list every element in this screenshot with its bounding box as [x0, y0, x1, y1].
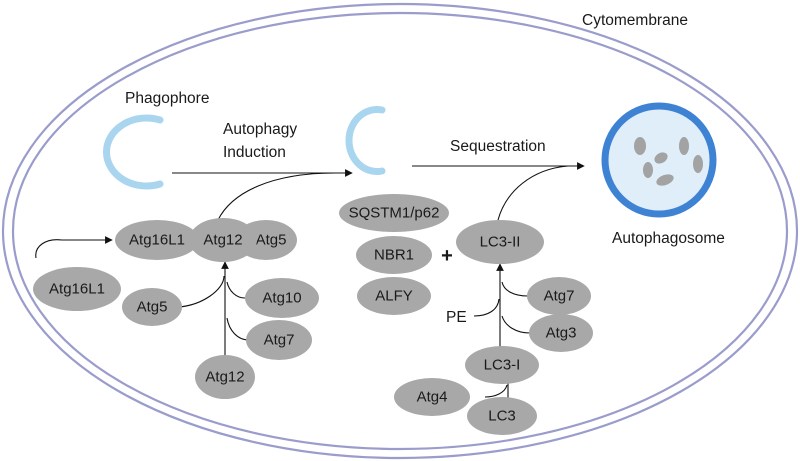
- atg5-label: Atg5: [137, 299, 168, 316]
- atg5-node: Atg5: [122, 288, 182, 326]
- lc3ii-to-sequestration-arrow: [497, 165, 569, 221]
- phagophore-middle: [345, 106, 386, 175]
- lc3-i-label: LC3-I: [484, 357, 521, 374]
- atg7-right-node: Atg7: [527, 277, 591, 315]
- induction-label-line1: Autophagy: [223, 121, 297, 138]
- lc3-ii-node: LC3-II: [456, 220, 544, 264]
- cargo-particle: [634, 137, 646, 155]
- atg12-complex-label: Atg12: [203, 232, 242, 249]
- cytomembrane-label: Cytomembrane: [582, 12, 688, 29]
- atg4-node: Atg4: [394, 378, 470, 416]
- sqstm1-label: SQSTM1/p62: [349, 205, 440, 222]
- atg3-label: Atg3: [546, 325, 577, 342]
- atg3-node: Atg3: [529, 314, 593, 352]
- atg12-label: Atg12: [205, 369, 244, 386]
- pe-label: PE: [446, 309, 467, 326]
- nbr1-node: NBR1: [356, 236, 432, 274]
- lc3-ii-label: LC3-II: [480, 234, 521, 251]
- atg3-feed-line: [501, 315, 531, 334]
- lc3-label: LC3: [488, 408, 516, 425]
- atg16l1-label: Atg16L1: [49, 281, 105, 298]
- atg12-node: Atg12: [195, 355, 255, 399]
- induction-label-line2: Induction: [223, 144, 286, 161]
- autophagosome-label: Autophagosome: [612, 230, 725, 247]
- atg4-feed-line: [484, 384, 508, 398]
- atg7-left-label: Atg7: [264, 332, 295, 349]
- atg16l1-node: Atg16L1: [33, 267, 121, 311]
- atg16l1-complex-label: Atg16L1: [129, 232, 185, 249]
- pe-feed-line: [473, 298, 500, 317]
- atg7-left-node: Atg7: [246, 320, 312, 360]
- atg7-right-label: Atg7: [544, 288, 575, 305]
- sequestration-label: Sequestration: [450, 138, 546, 155]
- atg7-left-feed-line: [226, 317, 250, 341]
- atg10-node: Atg10: [245, 278, 319, 318]
- nbr1-label: NBR1: [374, 247, 414, 264]
- sqstm1-node: SQSTM1/p62: [339, 194, 449, 232]
- plus-sign: +: [441, 245, 453, 267]
- phagophore-label: Phagophore: [125, 90, 209, 107]
- atg12-complex-node: Atg12: [189, 218, 257, 262]
- atg7-right-feed-line: [501, 281, 529, 297]
- atg16l1-binding-arrow: [35, 236, 113, 259]
- atg16l1-complex-node: Atg16L1: [115, 220, 199, 260]
- phagophore-left: [102, 114, 164, 190]
- atg-complex-to-phagophore-arrow: [217, 172, 336, 221]
- autophagosome: [601, 102, 717, 218]
- cargo-particle: [654, 152, 668, 164]
- cargo-particle: [656, 174, 674, 186]
- alfy-node: ALFY: [357, 277, 431, 315]
- lc3-node: LC3: [467, 397, 537, 435]
- atg4-label: Atg4: [417, 389, 448, 406]
- atg10-label: Atg10: [262, 290, 301, 307]
- cargo-particle: [643, 162, 653, 178]
- cargo-particle: [679, 137, 689, 155]
- atg5-feed-line: [178, 275, 225, 308]
- atg5-complex-label: Atg5: [256, 232, 287, 249]
- alfy-label: ALFY: [375, 288, 413, 305]
- atg10-feed-line: [226, 281, 246, 299]
- cargo-particle: [693, 155, 703, 173]
- lc3-i-node: LC3-I: [465, 346, 539, 384]
